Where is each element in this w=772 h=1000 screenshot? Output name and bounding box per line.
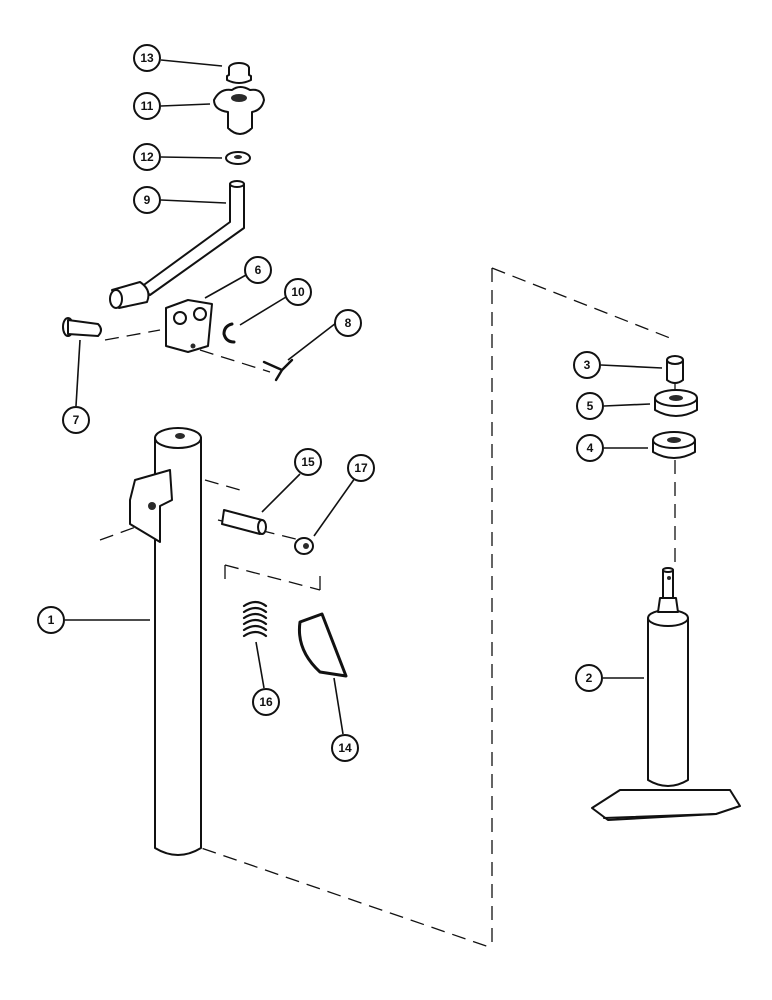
callout-1-label: 1 — [48, 613, 55, 627]
callout-16-label: 16 — [259, 695, 273, 709]
part-16-spring — [242, 600, 268, 638]
part-7-pin — [62, 317, 102, 337]
part-15-pin — [221, 509, 267, 535]
part-11-knob — [213, 86, 265, 135]
callout-14-label: 14 — [338, 741, 352, 755]
callout-14: 14 — [331, 734, 359, 762]
callout-10-label: 10 — [291, 285, 305, 299]
callout-9: 9 — [133, 186, 161, 214]
part-8-spring-clip — [262, 358, 294, 382]
callout-6: 6 — [244, 256, 272, 284]
part-5-washer — [654, 389, 698, 417]
callout-6-label: 6 — [255, 263, 262, 277]
part-14-d-ring — [297, 612, 348, 678]
callout-8: 8 — [334, 309, 362, 337]
callout-13-label: 13 — [140, 51, 154, 65]
callout-11: 11 — [133, 92, 161, 120]
callout-4-label: 4 — [587, 441, 594, 455]
callout-9-label: 9 — [144, 193, 151, 207]
callout-15: 15 — [294, 448, 322, 476]
callout-1: 1 — [37, 606, 65, 634]
callout-10: 10 — [284, 278, 312, 306]
part-13-cap — [226, 62, 252, 84]
callout-12-label: 12 — [140, 150, 154, 164]
part-17-washer — [294, 537, 314, 555]
leader-lines — [65, 59, 663, 735]
part-4-washer — [652, 431, 696, 459]
callout-4: 4 — [576, 434, 604, 462]
callout-16: 16 — [252, 688, 280, 716]
callout-5: 5 — [576, 392, 604, 420]
part-9-crank — [109, 180, 245, 309]
callout-7: 7 — [62, 406, 90, 434]
part-3-bushing — [666, 355, 684, 384]
callout-11-label: 11 — [141, 99, 154, 113]
callout-5-label: 5 — [587, 399, 594, 413]
callout-17: 17 — [347, 454, 375, 482]
callout-17-label: 17 — [354, 461, 368, 475]
part-12-washer — [225, 151, 251, 165]
part-6-bracket — [165, 299, 213, 353]
callout-3-label: 3 — [584, 358, 591, 372]
callout-13: 13 — [133, 44, 161, 72]
part-1-post — [129, 427, 202, 856]
callout-15-label: 15 — [301, 455, 315, 469]
callout-7-label: 7 — [73, 413, 80, 427]
callout-12: 12 — [133, 143, 161, 171]
callout-3: 3 — [573, 351, 601, 379]
callout-2-label: 2 — [586, 671, 593, 685]
callout-8-label: 8 — [345, 316, 352, 330]
callout-2: 2 — [575, 664, 603, 692]
part-10-snap-ring — [222, 322, 236, 344]
part-2-stand — [591, 567, 741, 821]
